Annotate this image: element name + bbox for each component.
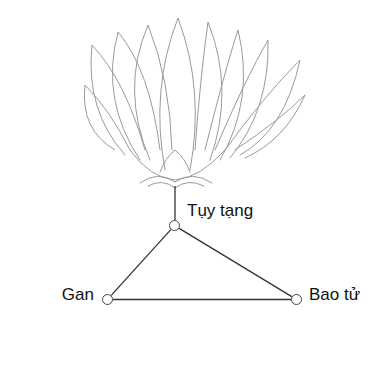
connector-line	[111, 230, 171, 296]
organ-label: Gan	[62, 285, 94, 305]
junction-circle: Tụy tạng	[169, 220, 180, 231]
junction-circle: Gan	[102, 294, 113, 305]
organ-label: Tụy tạng	[187, 201, 253, 221]
connector-line	[179, 228, 292, 296]
connector-line	[113, 299, 291, 300]
organ-label: Bao tử	[309, 285, 360, 305]
junction-circle: Bao tử	[291, 294, 302, 305]
